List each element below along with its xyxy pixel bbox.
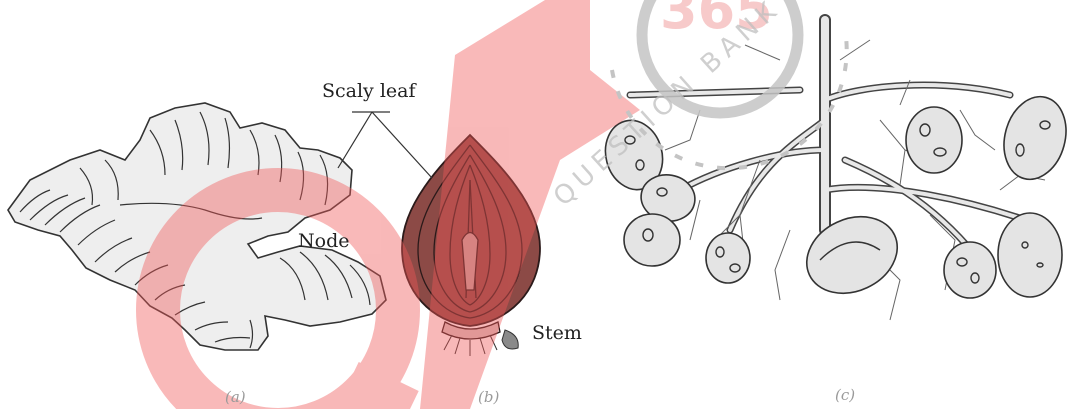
caption-a: (a) (225, 388, 246, 406)
tuber-4 (706, 233, 750, 283)
label-scaly-leaf: Scaly leaf (322, 80, 416, 102)
scaly-leaf-leader-onion (372, 112, 432, 178)
tuber-3 (624, 214, 680, 266)
tuber-6 (906, 107, 962, 173)
potato-tubers (598, 90, 1071, 308)
tuber-9 (998, 213, 1062, 297)
tuber-7 (995, 90, 1071, 187)
potato-plant-drawing (598, 20, 1071, 320)
caption-b: (b) (478, 388, 499, 406)
label-leader-lines (338, 112, 432, 178)
label-stem: Stem (532, 322, 582, 344)
tuber-5 (794, 203, 910, 308)
caption-c: (c) (835, 386, 855, 404)
scaly-leaf-leader-ginger (338, 112, 372, 168)
label-node: Node (298, 230, 349, 252)
tuber-8 (944, 242, 996, 298)
